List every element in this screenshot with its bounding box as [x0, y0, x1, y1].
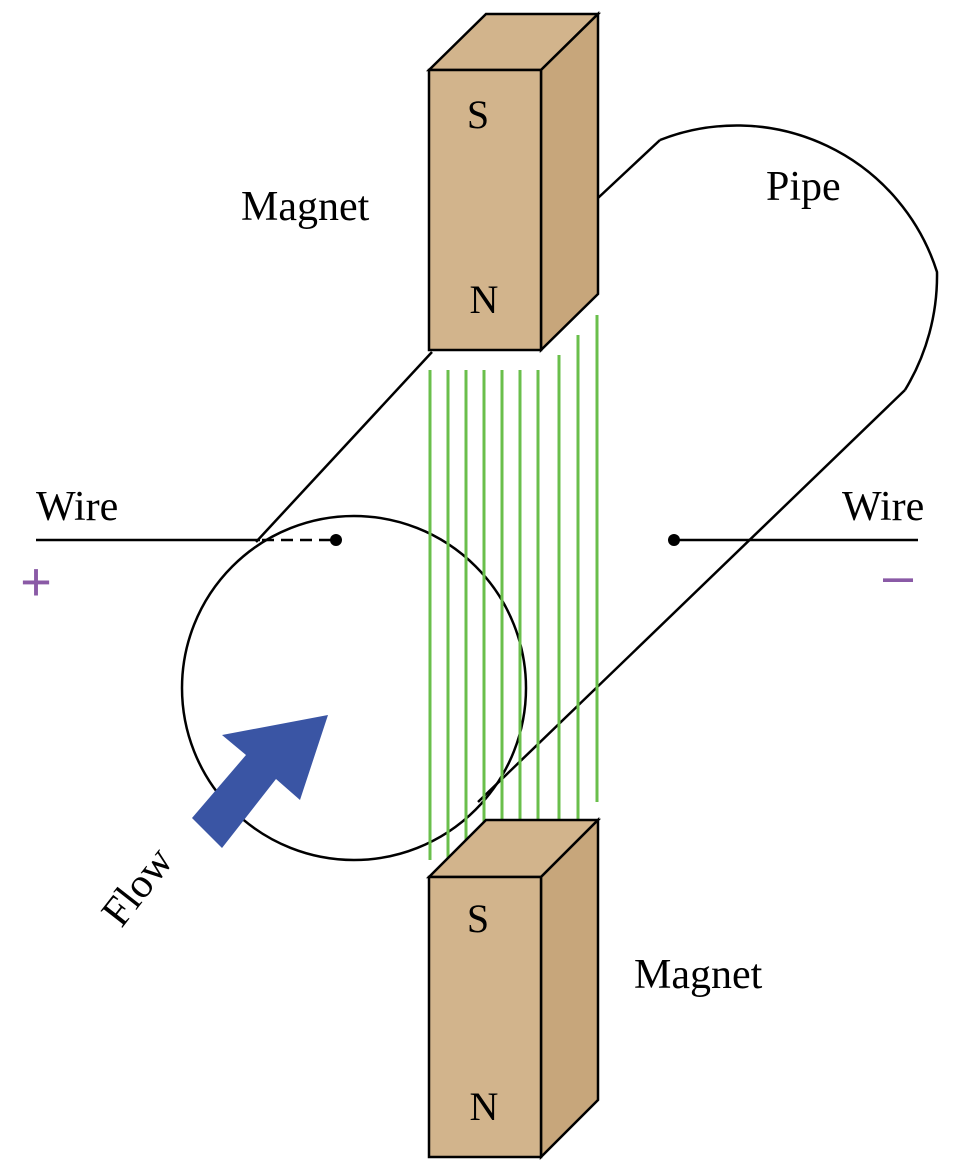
magnetic-field-lines: [428, 315, 599, 860]
pipe-label: Pipe: [766, 164, 841, 210]
magnet-bottom-front-face: [427, 875, 543, 1159]
magnet-top-south-pole: S: [467, 92, 489, 137]
pipe: [180, 124, 939, 862]
electrode-left: [330, 534, 342, 546]
magnet-top-front-face: [427, 68, 543, 352]
pipe-upper-edge-far: [597, 139, 661, 199]
magnet-top-north-pole: N: [470, 277, 499, 322]
magnet-bottom: S N: [425, 816, 602, 1161]
pipe-lower-edge: [477, 389, 906, 803]
pipe-upper-edge: [255, 351, 433, 543]
wire-right: [668, 534, 918, 546]
wire-left-label: Wire: [36, 484, 118, 530]
magnet-bottom-side-face: [539, 816, 600, 1161]
negative-sign: –: [883, 546, 913, 606]
magnet-bottom-south-pole: S: [467, 896, 489, 941]
wire-right-label: Wire: [842, 484, 924, 530]
pipe-far-end: [659, 124, 939, 391]
magnet-bottom-north-pole: N: [470, 1084, 499, 1129]
pipe-front-opening: [180, 514, 528, 862]
magnet-bottom-label: Magnet: [634, 952, 763, 998]
positive-sign: +: [20, 552, 52, 612]
magnet-top-side-face: [539, 11, 600, 353]
electrode-right: [668, 534, 680, 546]
magnet-top: S N: [425, 11, 602, 353]
flow-arrow: Flow: [93, 715, 328, 935]
flow-label: Flow: [93, 838, 183, 935]
flow-arrow-shape: [192, 715, 328, 848]
wire-left: [36, 534, 342, 546]
magnet-top-label: Magnet: [241, 184, 370, 230]
